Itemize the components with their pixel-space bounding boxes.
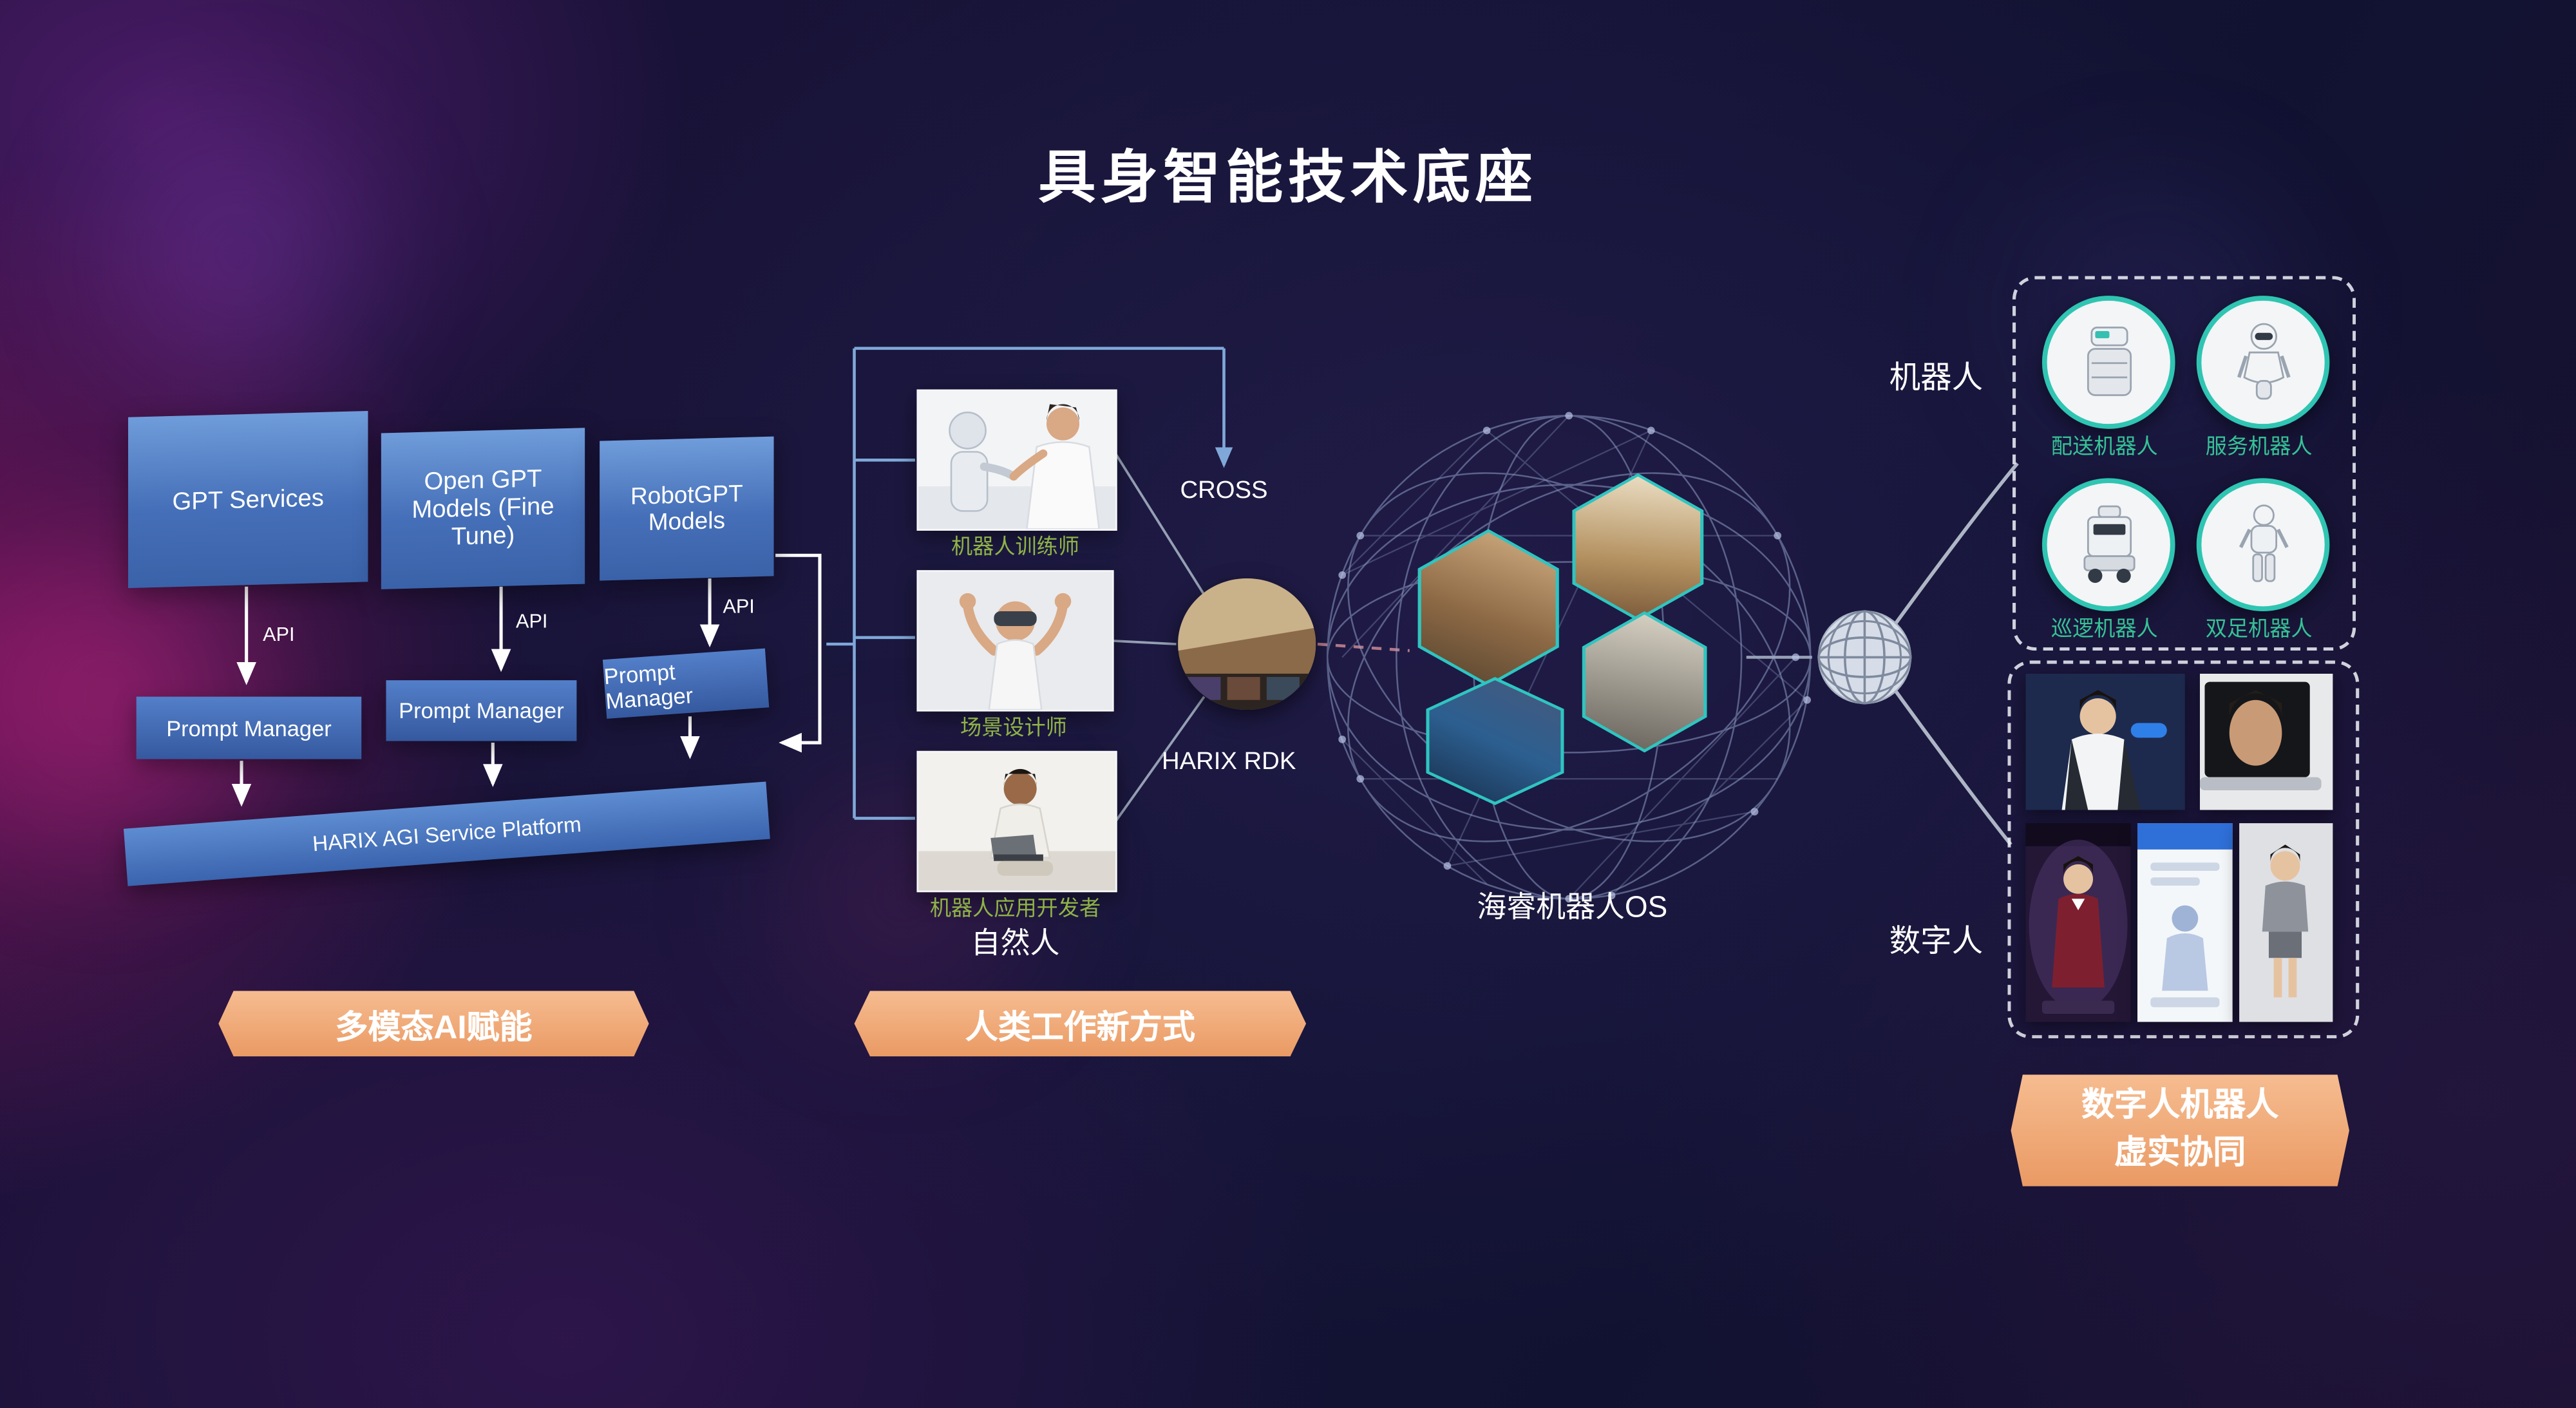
rdk-scene-illustration bbox=[1178, 578, 1316, 710]
robot-caption: 服务机器人 bbox=[2205, 433, 2313, 459]
scene-designer-photo bbox=[916, 570, 1114, 712]
banner-new-way-of-work: 人类工作新方式 bbox=[854, 991, 1307, 1057]
prompt-manager-label: Prompt Manager bbox=[399, 698, 564, 723]
robot-caption: 双足机器人 bbox=[2205, 616, 2313, 641]
digital-human-kiosk-child bbox=[2239, 823, 2333, 1022]
robot-caption: 配送机器人 bbox=[2050, 433, 2158, 459]
scene-living-room bbox=[1421, 532, 1556, 684]
harix-agi-platform-bar: HARIX AGI Service Platform bbox=[123, 781, 770, 886]
prompt-manager-label: Prompt Manager bbox=[603, 660, 694, 714]
digital-human-screen-woman bbox=[2025, 673, 2185, 810]
sphere-nodes bbox=[1338, 412, 1811, 903]
app-developer-illustration bbox=[918, 752, 1116, 891]
scene-factory bbox=[1429, 680, 1561, 802]
bipedal-robot-icon bbox=[2238, 504, 2288, 582]
network-sphere bbox=[1326, 415, 1812, 900]
prompt-manager-box: Prompt Manager bbox=[386, 680, 577, 741]
delivery-robot-icon bbox=[2086, 325, 2131, 395]
rdk-os-link bbox=[1317, 642, 1410, 652]
role-caption: 场景设计师 bbox=[960, 714, 1067, 739]
model-label: Open GPT Models (Fine Tune) bbox=[412, 465, 554, 551]
prompt-manager-label: Prompt Manager bbox=[166, 715, 332, 741]
scene-office bbox=[1585, 614, 1704, 750]
patrol-robot-icon bbox=[2083, 504, 2135, 582]
banner-multimodal-ai: 多模态AI赋能 bbox=[218, 991, 649, 1057]
page-title: 具身智能技术底座 bbox=[1038, 146, 1538, 211]
banner-virtual-real-synergy: 数字人机器人 虚实协同 bbox=[2011, 1074, 2349, 1186]
patrol-robot-badge bbox=[2041, 478, 2175, 611]
harix-rdk-label: HARIX RDK bbox=[1161, 747, 1296, 776]
natural-human-label: 自然人 bbox=[971, 926, 1060, 960]
robots-panel bbox=[2012, 276, 2356, 651]
app-developer-photo bbox=[916, 750, 1117, 893]
globe-icon bbox=[1814, 606, 1915, 708]
digital-human-group-label: 数字人 bbox=[1889, 925, 1984, 960]
model-label: GPT Services bbox=[172, 483, 324, 516]
api-label: API bbox=[723, 595, 755, 618]
robot-caption: 巡逻机器人 bbox=[2050, 616, 2158, 641]
robot-trainer-photo bbox=[916, 389, 1117, 531]
digital-human-kiosk-screen bbox=[2137, 823, 2233, 1022]
bokeh-glow bbox=[49, 66, 428, 444]
open-gpt-models-box: Open GPT Models (Fine Tune) bbox=[381, 428, 585, 589]
banner-label: 人类工作新方式 bbox=[965, 1009, 1195, 1046]
banner-label-line2: 虚实协同 bbox=[2114, 1135, 2246, 1172]
scene-designer-illustration bbox=[918, 571, 1113, 710]
banner-label: 多模态AI赋能 bbox=[335, 1009, 533, 1046]
sphere-mesh bbox=[1341, 415, 1808, 900]
digital-human-kiosk-hostess bbox=[2025, 823, 2131, 1022]
bipedal-robot-badge bbox=[2196, 478, 2330, 611]
os-scene-hexagon bbox=[1426, 677, 1564, 805]
digital-human-panel bbox=[2007, 660, 2360, 1039]
model-label: RobotGPT Models bbox=[630, 480, 743, 536]
service-robot-badge bbox=[2196, 296, 2330, 429]
robots-group-label: 机器人 bbox=[1889, 361, 1984, 396]
cross-label: CROSS bbox=[1180, 476, 1268, 505]
delivery-robot-badge bbox=[2041, 296, 2175, 429]
prompt-manager-box: Prompt Manager bbox=[136, 696, 362, 759]
os-scene-hexagon bbox=[1417, 529, 1559, 687]
digital-human-laptop-man bbox=[2199, 673, 2333, 810]
harix-os-label: 海睿机器人OS bbox=[1477, 890, 1668, 924]
role-caption: 机器人训练师 bbox=[951, 534, 1080, 559]
robot-trainer-illustration bbox=[918, 391, 1116, 529]
api-label: API bbox=[516, 609, 548, 633]
gpt-services-box: GPT Services bbox=[128, 410, 368, 589]
harix-rdk-thumbnail bbox=[1178, 578, 1316, 710]
os-scene-hexagon bbox=[1572, 473, 1704, 622]
robotgpt-models-box: RobotGPT Models bbox=[600, 436, 774, 581]
service-robot-icon bbox=[2236, 322, 2290, 399]
os-scene-hexagon bbox=[1582, 611, 1707, 753]
api-label: API bbox=[263, 622, 295, 646]
role-caption: 机器人应用开发者 bbox=[929, 895, 1101, 920]
banner-label-line1: 数字人机器人 bbox=[2081, 1087, 2279, 1124]
prompt-manager-box: Prompt Manager bbox=[602, 648, 770, 719]
platform-label: HARIX AGI Service Platform bbox=[311, 812, 582, 857]
scene-wood-floor-room bbox=[1575, 476, 1701, 618]
